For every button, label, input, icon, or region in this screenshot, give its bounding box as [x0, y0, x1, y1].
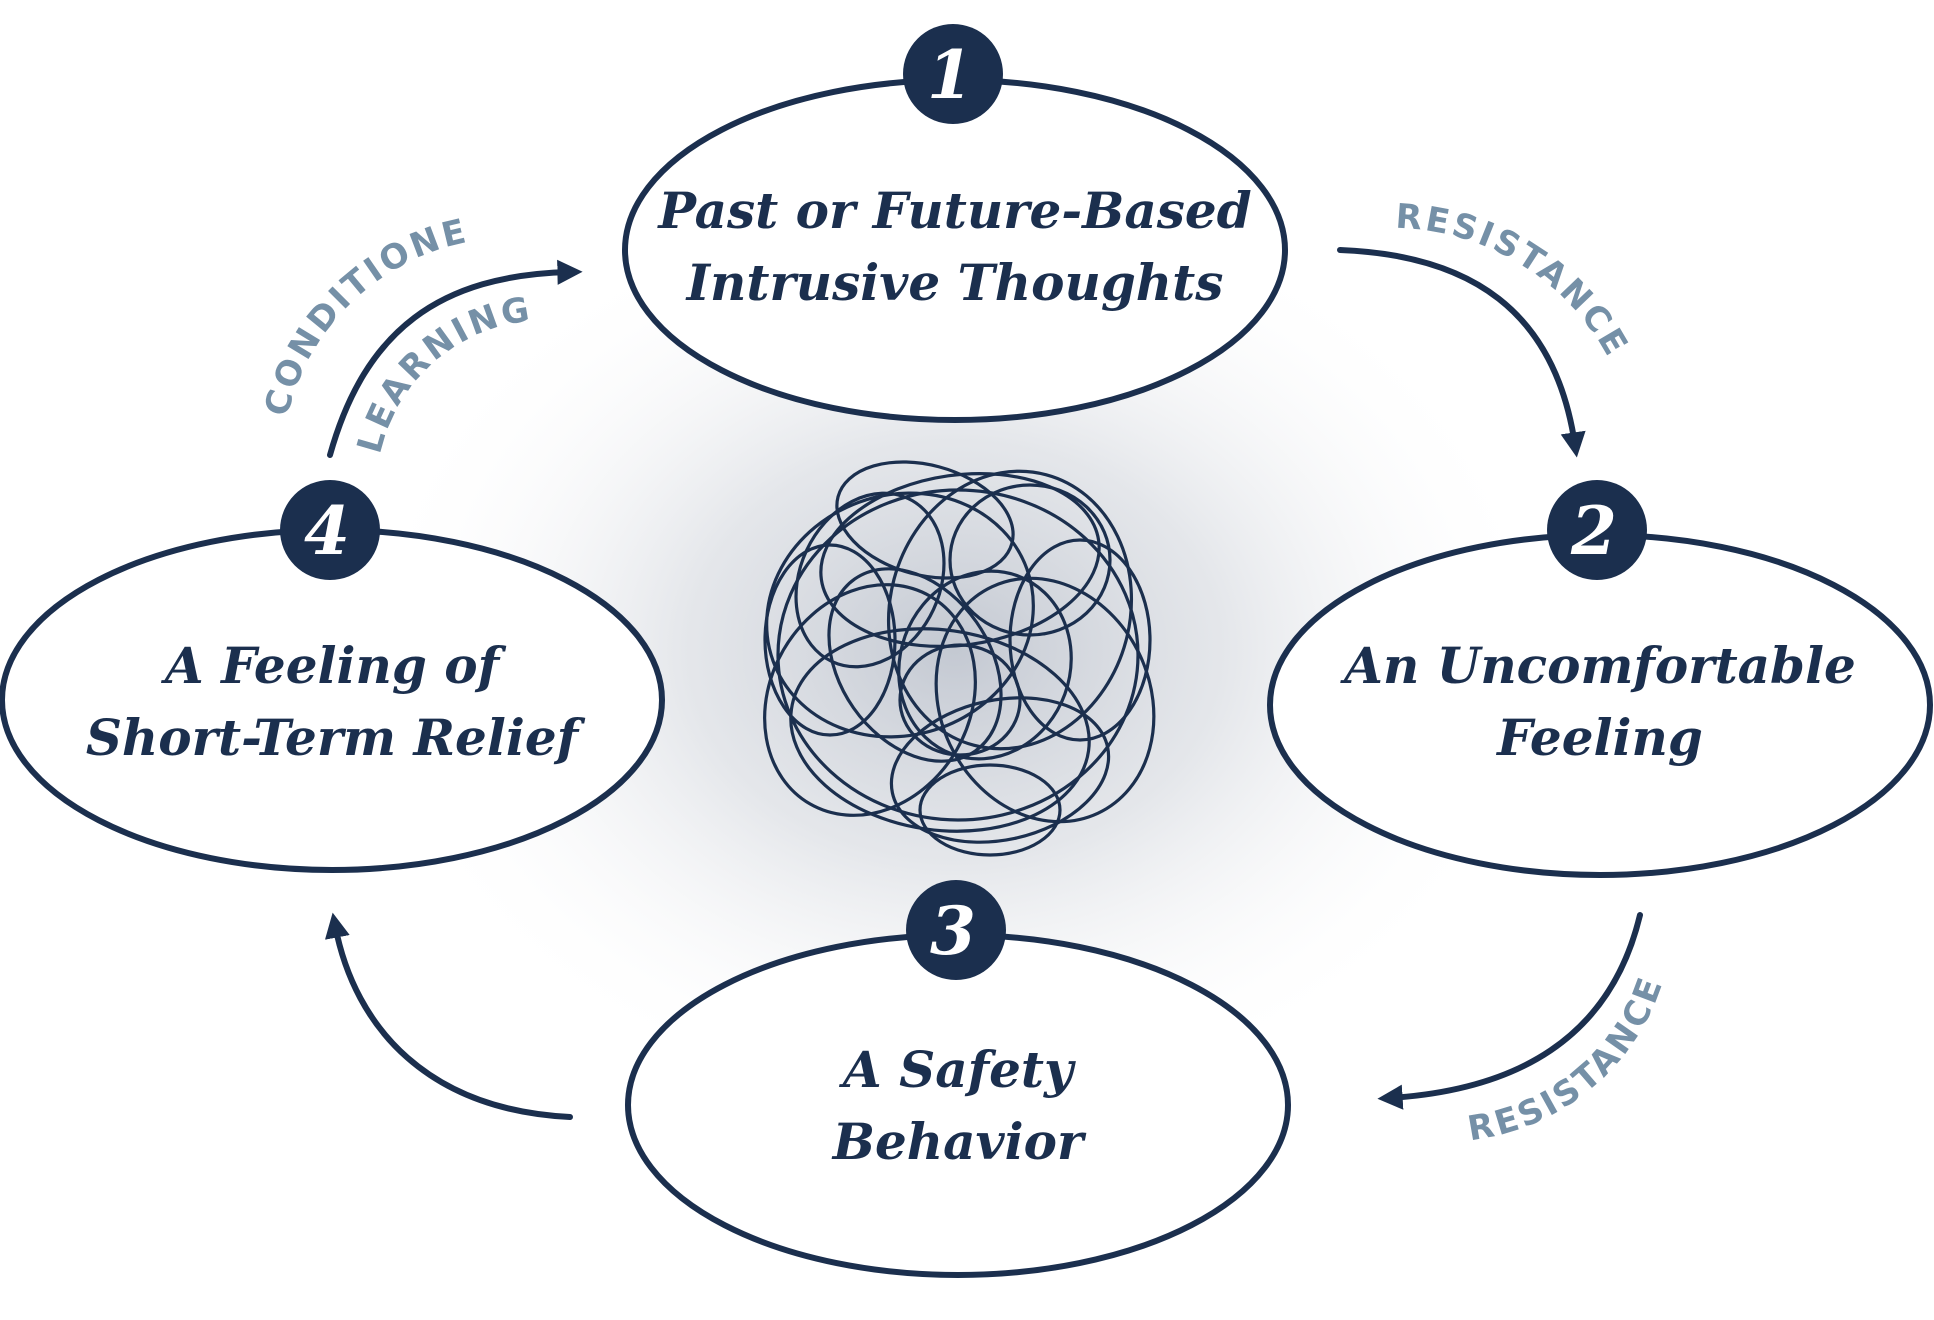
step-2-title-line1: An Uncomfortable	[1340, 636, 1856, 695]
step-1-title-line2: Intrusive Thoughts	[685, 253, 1224, 312]
step-4-badge-number: 4	[304, 492, 350, 570]
step-2-title-line2: Feeling	[1495, 708, 1703, 767]
step-1-badge-number: 1	[927, 36, 973, 114]
step-4-ellipse	[2, 530, 662, 870]
step-3-badge-number: 3	[930, 892, 976, 970]
step-3-title-line1: A Safety	[839, 1040, 1076, 1099]
step-3-ellipse	[628, 935, 1288, 1275]
resistance-bottom-label: RESISTANCE	[1465, 970, 1672, 1149]
step-4-title-line2: Short-Term Relief	[86, 708, 586, 767]
resistance-top-label: RESISTANCE	[1394, 197, 1636, 365]
step-1-node: Past or Future-Based Intrusive Thoughts …	[625, 24, 1285, 420]
step-1-ellipse	[625, 80, 1285, 420]
step-2-badge-number: 2	[1570, 492, 1617, 570]
step-4-title-line1: A Feeling of	[161, 636, 507, 695]
step-3-title-line2: Behavior	[831, 1112, 1087, 1171]
step-2-ellipse	[1270, 535, 1930, 875]
step-1-title-line1: Past or Future-Based	[656, 181, 1251, 240]
